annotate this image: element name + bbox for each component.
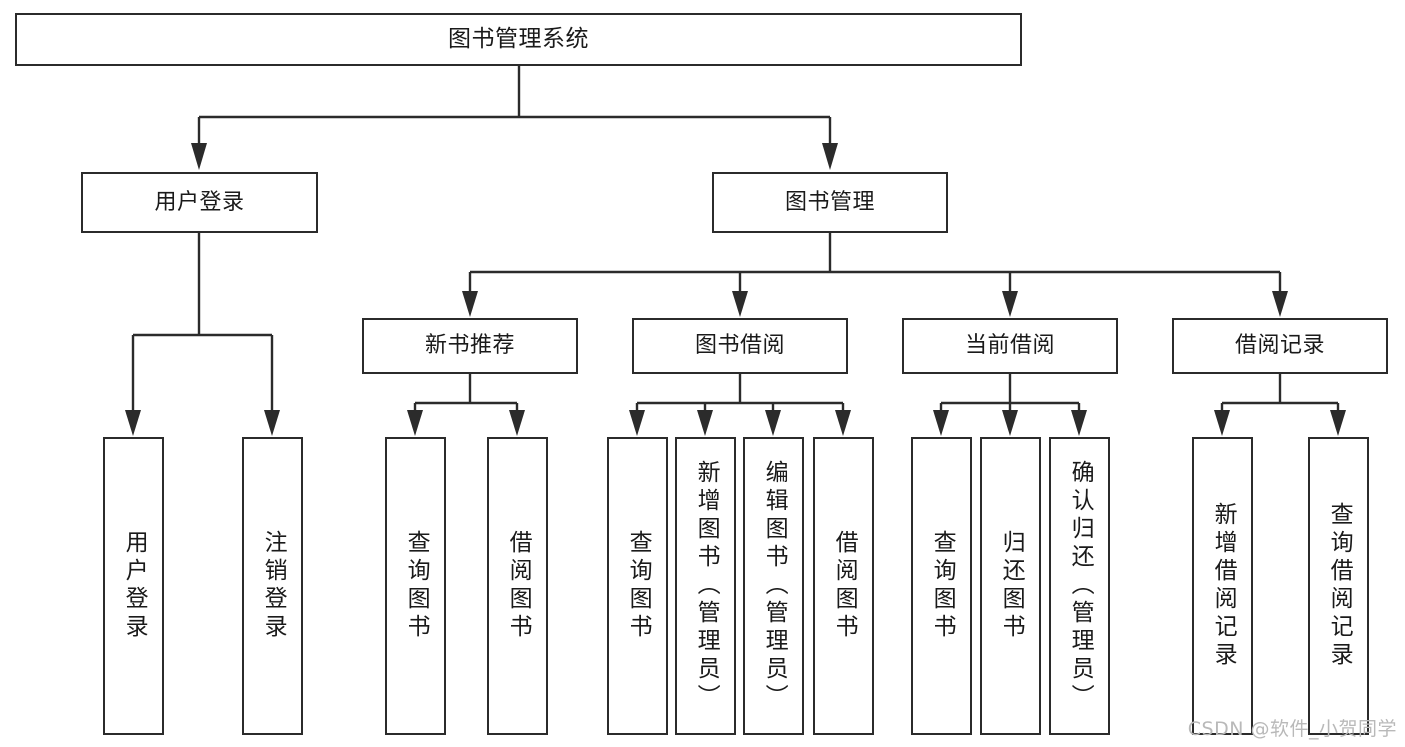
node-label: 查询图书 <box>929 530 956 642</box>
leaf-user-login-logout[interactable]: 注销登录 <box>242 437 303 735</box>
node-label: 借阅图书 <box>831 530 858 642</box>
node-label: 用户登录 <box>154 189 245 215</box>
node-new-book-recommend[interactable]: 新书推荐 <box>362 318 578 374</box>
node-label: 查询图书 <box>625 530 652 642</box>
node-label: 编辑图书（管理员） <box>761 460 788 712</box>
node-book-borrow[interactable]: 图书借阅 <box>632 318 848 374</box>
node-label: 新增借阅记录 <box>1210 502 1237 670</box>
node-label: 图书借阅 <box>694 333 785 359</box>
node-label: 注销登录 <box>260 530 287 642</box>
node-label: 归还图书 <box>998 530 1025 642</box>
leaf-new-book-query-book[interactable]: 查询图书 <box>385 437 446 735</box>
node-borrow-record[interactable]: 借阅记录 <box>1172 318 1388 374</box>
node-label: 查询图书 <box>403 530 430 642</box>
leaf-book-borrow-borrow-book[interactable]: 借阅图书 <box>813 437 874 735</box>
leaf-current-borrow-query-book[interactable]: 查询图书 <box>911 437 972 735</box>
node-label: 查询借阅记录 <box>1326 502 1353 670</box>
node-current-borrow[interactable]: 当前借阅 <box>902 318 1118 374</box>
leaf-book-borrow-query-book[interactable]: 查询图书 <box>607 437 668 735</box>
leaf-borrow-record-query-record[interactable]: 查询借阅记录 <box>1308 437 1369 735</box>
node-label: 当前借阅 <box>964 333 1055 359</box>
leaf-book-borrow-edit-book-admin[interactable]: 编辑图书（管理员） <box>743 437 804 735</box>
node-label: 借阅图书 <box>505 530 532 642</box>
node-label: 确认归还（管理员） <box>1067 460 1094 712</box>
leaf-new-book-borrow-book[interactable]: 借阅图书 <box>487 437 548 735</box>
leaf-book-borrow-add-book-admin[interactable]: 新增图书（管理员） <box>675 437 736 735</box>
leaf-borrow-record-add-record[interactable]: 新增借阅记录 <box>1192 437 1253 735</box>
node-label: 新增图书（管理员） <box>693 460 720 712</box>
node-label: 用户登录 <box>121 530 148 642</box>
node-label: 新书推荐 <box>424 333 515 359</box>
node-label: 图书管理 <box>784 189 875 215</box>
node-book-management[interactable]: 图书管理 <box>712 172 948 233</box>
leaf-user-login-login[interactable]: 用户登录 <box>103 437 164 735</box>
watermark-text: CSDN @软件_小贺同学 <box>1187 718 1397 740</box>
node-root-book-management-system[interactable]: 图书管理系统 <box>15 13 1022 66</box>
node-label: 借阅记录 <box>1234 333 1325 359</box>
node-label: 图书管理系统 <box>448 25 589 52</box>
leaf-current-borrow-return-book[interactable]: 归还图书 <box>980 437 1041 735</box>
node-user-login[interactable]: 用户登录 <box>81 172 318 233</box>
leaf-current-borrow-confirm-return-admin[interactable]: 确认归还（管理员） <box>1049 437 1110 735</box>
